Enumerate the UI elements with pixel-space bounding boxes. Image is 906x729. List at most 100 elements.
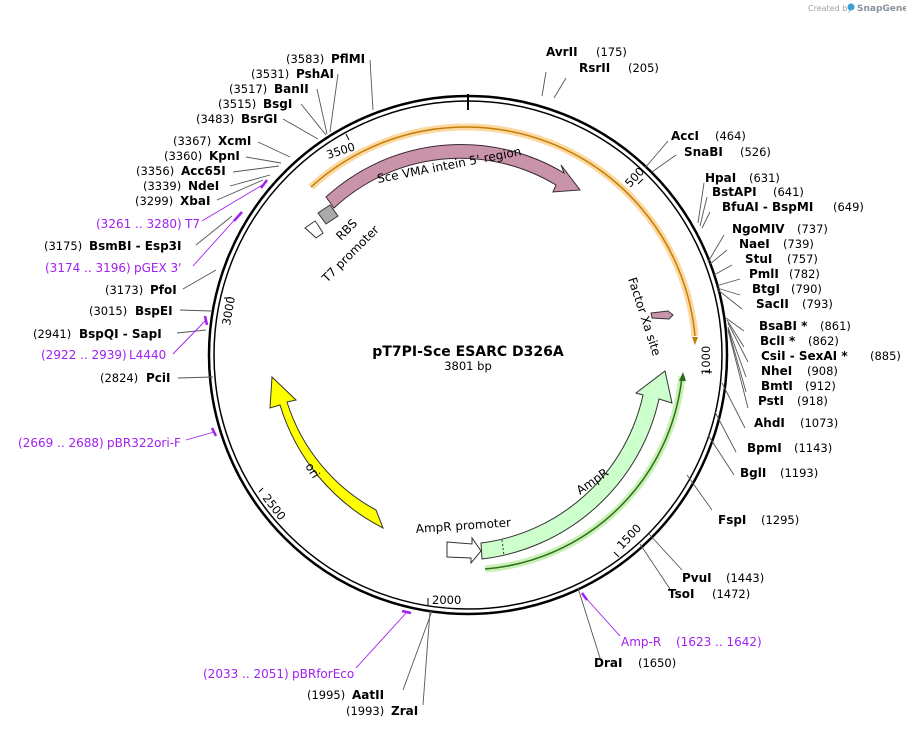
enzyme-pmli-name: PmlI [749, 267, 779, 281]
feature-ampr-promoter[interactable]: AmpR promoter [415, 515, 511, 565]
enzyme-rsrii-name: RsrII [579, 61, 610, 75]
enzyme-psti-name: PstI [758, 394, 784, 408]
enzyme-btgi-pos: (790) [791, 282, 822, 296]
enzyme-bstapi-name: BstAPI [712, 185, 757, 199]
orange-highlight-line [310, 126, 696, 337]
enzyme-xbai-pos: (3299) [135, 194, 173, 208]
tick-3000: 3000 [219, 295, 238, 326]
enzyme-sites [176, 59, 749, 706]
feature-factor-xa-site[interactable]: Factor Xa site [625, 276, 674, 358]
enzyme-bmti-pos: (912) [805, 379, 836, 393]
primer-pbr322ori-name: pBR322ori-F [107, 436, 181, 450]
green-highlight-line [484, 375, 683, 570]
enzyme-naei-pos: (739) [783, 237, 814, 251]
snapgene-logo-icon [847, 3, 855, 11]
enzyme-bfuai-bspmi-pos: (649) [833, 200, 864, 214]
primer-pbrforeco-range: (2033 .. 2051) [203, 667, 289, 681]
enzyme-pcii-name: PciI [146, 371, 171, 385]
feature-rbs[interactable]: RBS [317, 204, 360, 243]
enzyme-fspi-name: FspI [718, 513, 746, 527]
enzyme-sacii-name: SacII [756, 297, 789, 311]
enzyme-stui-pos: (757) [787, 252, 818, 266]
enzyme-fspi-pos: (1295) [761, 513, 799, 527]
enzyme-bsgi-pos: (3515) [218, 97, 256, 111]
primer-t7-range: (3261 .. 3280) [96, 217, 182, 231]
feature-ampr[interactable]: AmpR [480, 370, 673, 560]
enzyme-bfuai-bspmi-name: BfuAI - BspMI [722, 200, 813, 214]
enzyme-ndei-pos: (3339) [143, 179, 181, 193]
enzyme-csii-sexai-pos: (885) [870, 349, 901, 363]
enzyme-drai-pos: (1650) [638, 656, 676, 670]
enzyme-stui-name: StuI [745, 252, 772, 266]
enzyme-acci-pos: (464) [715, 129, 746, 143]
enzyme-bspei-pos: (3015) [89, 304, 127, 318]
enzyme-hpai-pos: (631) [749, 171, 780, 185]
enzyme-xcmi-name: XcmI [218, 134, 251, 148]
enzyme-ndei-name: NdeI [188, 179, 219, 193]
enzyme-pfoi-name: PfoI [150, 283, 177, 297]
enzyme-naei-name: NaeI [739, 237, 770, 251]
enzyme-pmli-pos: (782) [789, 267, 820, 281]
enzyme-bgli-name: BglI [740, 466, 766, 480]
enzyme-bsabi-name: BsaBI * [759, 319, 808, 333]
enzyme-pvui-pos: (1443) [726, 571, 764, 585]
primer-pgex-range: (3174 .. 3196) [45, 261, 131, 275]
tick-2000: 2000 [432, 593, 461, 607]
enzyme-pvui-name: PvuI [682, 571, 712, 585]
primer-pbrforeco-name: pBRforEco [292, 667, 354, 681]
enzyme-pshai-name: PshAI [296, 67, 334, 81]
enzyme-nhei-pos: (908) [807, 364, 838, 378]
enzyme-bsrgi-pos: (3483) [196, 112, 234, 126]
enzyme-snabi-pos: (526) [740, 145, 771, 159]
orange-highlight-arrow [692, 337, 698, 345]
enzyme-aatii-name: AatII [352, 688, 384, 702]
primer-labels: (3261 .. 3280) T7 (3174 .. 3196) pGEX 3'… [18, 217, 762, 681]
enzyme-snabi-name: SnaBI [684, 145, 723, 159]
enzyme-bmti-name: BmtI [761, 379, 793, 393]
enzyme-btgi-name: BtgI [752, 282, 780, 296]
primer-t7-name: T7 [184, 217, 200, 231]
enzyme-pcii-pos: (2824) [100, 371, 138, 385]
primer-ampr-range: (1623 .. 1642) [676, 635, 762, 649]
enzyme-bspei-name: BspEI [135, 304, 173, 318]
enzyme-bsrgi-name: BsrGI [241, 112, 278, 126]
enzyme-aatii-pos: (1995) [307, 688, 345, 702]
plasmid-name: pT7PI-Sce ESARC D326A [372, 344, 564, 360]
enzyme-sacii-pos: (793) [802, 297, 833, 311]
enzyme-rsrii-pos: (205) [628, 61, 659, 75]
enzyme-bpmi-name: BpmI [747, 441, 782, 455]
enzyme-ahdi-pos: (1073) [800, 416, 838, 430]
enzyme-csii-sexai-name: CsiI - SexAI * [761, 349, 848, 363]
enzyme-bsmbi-esp3i-name: BsmBI - Esp3I [89, 239, 181, 253]
enzyme-xcmi-pos: (3367) [173, 134, 211, 148]
enzyme-avrii-pos: (175) [596, 45, 627, 59]
enzyme-bcli-pos: (862) [808, 334, 839, 348]
enzyme-bpmi-pos: (1143) [794, 441, 832, 455]
green-highlight-arrow [679, 372, 686, 381]
enzyme-banii-name: BanII [274, 82, 309, 96]
enzyme-psti-pos: (918) [797, 394, 828, 408]
enzyme-bspqi-sapi-name: BspQI - SapI [79, 327, 162, 341]
enzyme-nhei-name: NheI [761, 364, 792, 378]
enzyme-bstapi-pos: (641) [773, 185, 804, 199]
enzyme-hpai-name: HpaI [705, 171, 736, 185]
enzyme-pflmi-pos: (3583) [286, 52, 324, 66]
enzyme-banii-pos: (3517) [229, 82, 267, 96]
tick-500: 500 [622, 164, 647, 190]
feature-ori[interactable]: ori [269, 375, 384, 530]
enzyme-kpni-pos: (3360) [164, 149, 202, 163]
enzyme-bsabi-pos: (861) [820, 319, 851, 333]
enzyme-pfoi-pos: (3173) [105, 283, 143, 297]
enzyme-bsgi-name: BsgI [263, 97, 292, 111]
plasmid-length: 3801 bp [444, 359, 492, 373]
enzyme-ngomiv-name: NgoMIV [732, 222, 785, 236]
enzyme-kpni-name: KpnI [209, 149, 240, 163]
enzyme-acc65i-pos: (3356) [136, 164, 174, 178]
enzyme-pflmi-name: PflMI [331, 52, 365, 66]
enzyme-tsoi-pos: (1472) [712, 587, 750, 601]
enzyme-ngomiv-pos: (737) [797, 222, 828, 236]
enzyme-pshai-pos: (3531) [251, 67, 289, 81]
credit-prefix: Created by [808, 4, 852, 13]
primer-sites [172, 179, 621, 669]
